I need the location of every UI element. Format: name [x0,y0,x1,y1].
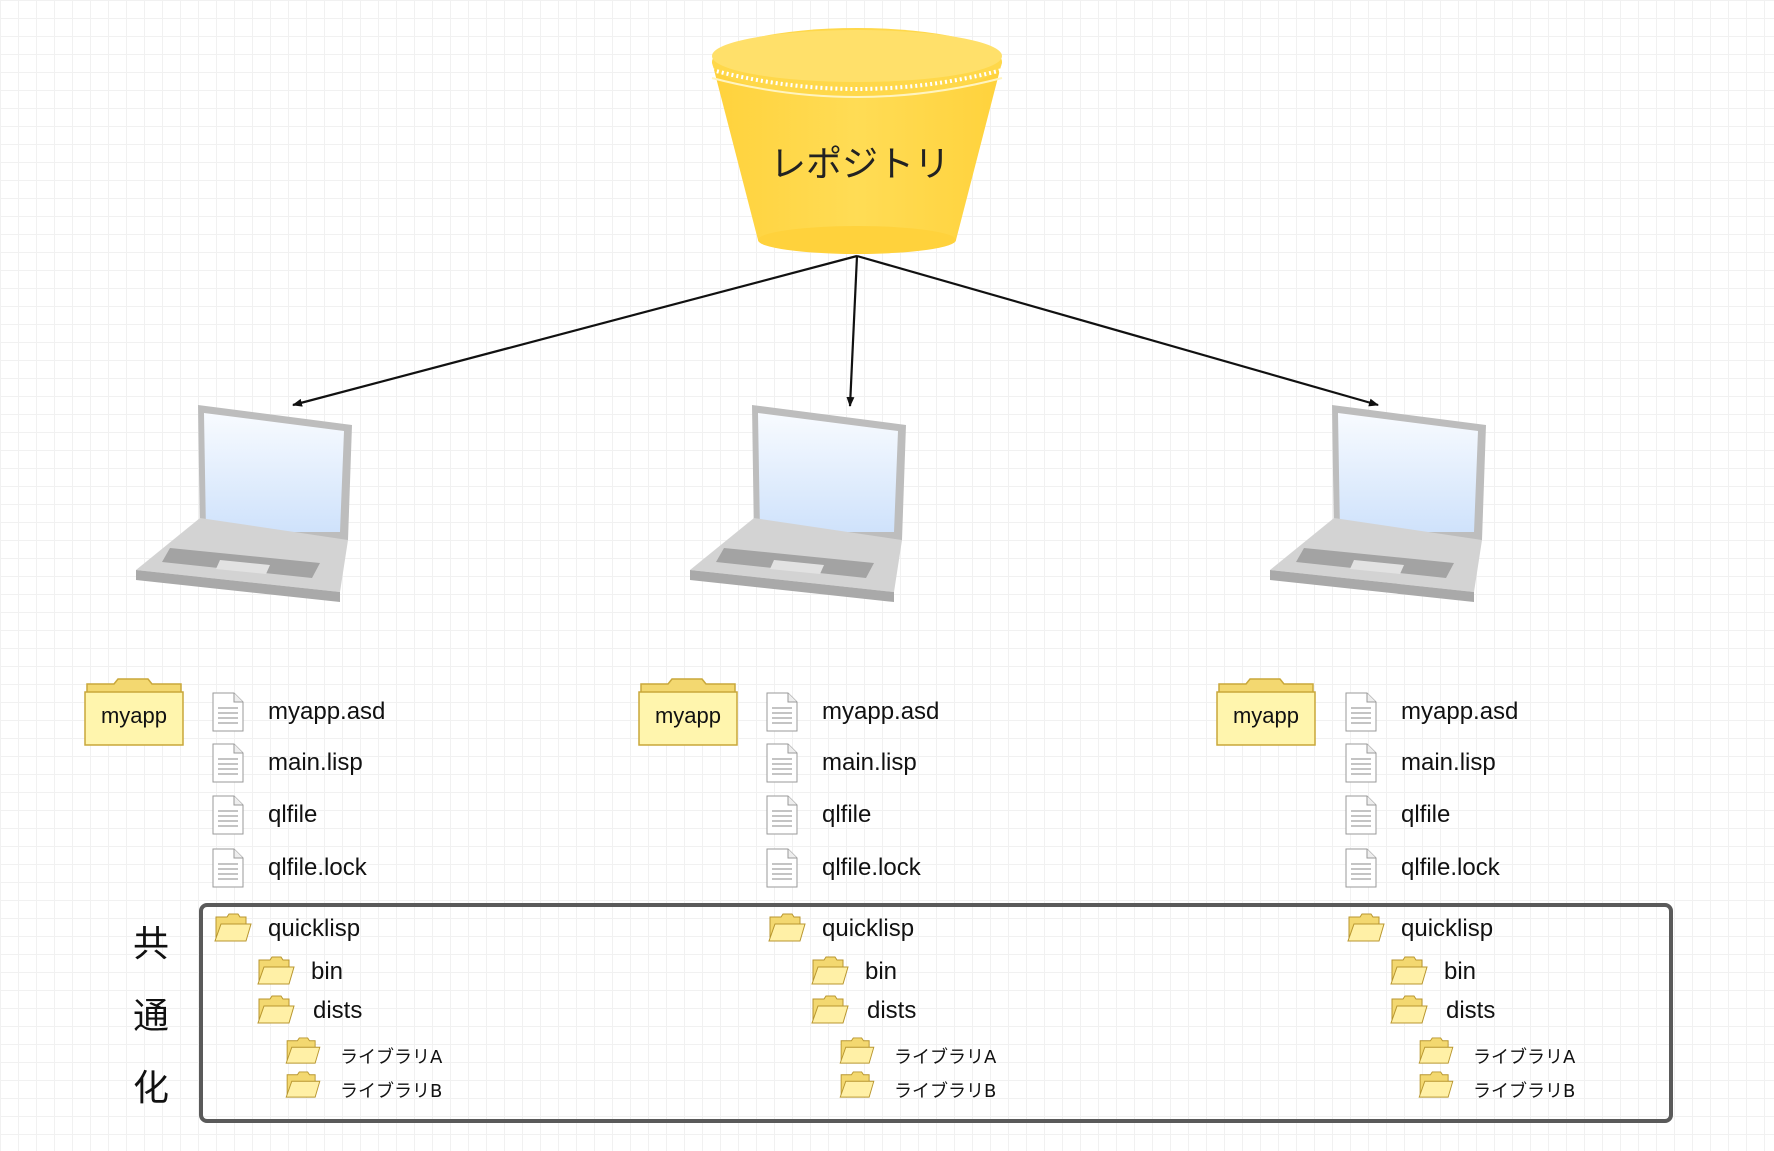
folder-name: dists [1446,997,1496,1024]
laptop-icon [690,405,906,602]
project-folder-label: myapp [1232,703,1300,728]
document-icon [766,743,798,783]
file-name: main.lisp [1401,749,1496,776]
folder-icon [1390,956,1428,985]
folder-icon [638,678,738,746]
file-name: myapp.asd [1401,698,1519,725]
folder-icon [1390,995,1428,1024]
folder-name: dists [867,997,917,1024]
laptop-icon [136,405,352,602]
document-icon [212,743,244,783]
document-icon [766,692,798,732]
folder-icon [214,913,252,942]
folder-icon [1347,913,1385,942]
folder-name: ライブラリB [1473,1081,1576,1102]
document-icon [1345,848,1377,888]
project-folder: myapp [1216,678,1316,746]
folder-icon [811,956,849,985]
arrow-to-machine-3 [856,254,1379,407]
document-icon [1345,743,1377,783]
shared-label-char: 共 [132,924,169,965]
file-name: qlfile [822,801,872,828]
arrow-to-machine-1 [292,254,858,407]
document-icon [212,848,244,888]
folder-name: bin [311,958,344,985]
file-name: qlfile.lock [1401,854,1500,881]
folder-name: quicklisp [268,915,361,942]
laptop-icon [1270,405,1486,602]
folder-name: bin [1444,958,1477,985]
folder-name: ライブラリA [340,1047,443,1068]
file-name: qlfile.lock [822,854,921,881]
file-name: myapp.asd [268,698,386,725]
folder-icon [285,1037,321,1064]
folder-name: bin [865,958,898,985]
folder-icon [839,1071,875,1098]
folder-icon [1418,1071,1454,1098]
folder-name: ライブラリB [340,1081,443,1102]
document-icon [1345,692,1377,732]
file-name: main.lisp [268,749,363,776]
folder-icon [84,678,184,746]
folder-name: ライブラリA [1473,1047,1576,1068]
shared-label-char: 化 [132,1068,169,1109]
folder-name: quicklisp [822,915,915,942]
file-name: qlfile [1401,801,1451,828]
folder-icon [768,913,806,942]
folder-icon [257,995,295,1024]
arrow-to-machine-2 [846,255,859,407]
file-name: main.lisp [822,749,917,776]
folder-icon [285,1071,321,1098]
shared-label-char: 通 [132,996,169,1037]
document-icon [766,848,798,888]
project-folder-label: myapp [654,703,722,728]
folder-icon [1216,678,1316,746]
shared-box [199,903,1673,1123]
document-icon [212,692,244,732]
repository-label: レポジトリ [769,144,950,185]
folder-icon [257,956,295,985]
folder-icon [1418,1037,1454,1064]
folder-name: dists [313,997,363,1024]
file-name: qlfile.lock [268,854,367,881]
bucket-icon [711,28,1003,254]
folder-icon [811,995,849,1024]
project-folder: myapp [638,678,738,746]
document-icon [212,795,244,835]
file-name: qlfile [268,801,318,828]
file-name: myapp.asd [822,698,940,725]
document-icon [766,795,798,835]
project-folder: myapp [84,678,184,746]
document-icon [1345,795,1377,835]
folder-name: quicklisp [1401,915,1494,942]
project-folder-label: myapp [100,703,168,728]
folder-name: ライブラリB [894,1081,997,1102]
folder-icon [839,1037,875,1064]
folder-name: ライブラリA [894,1047,997,1068]
